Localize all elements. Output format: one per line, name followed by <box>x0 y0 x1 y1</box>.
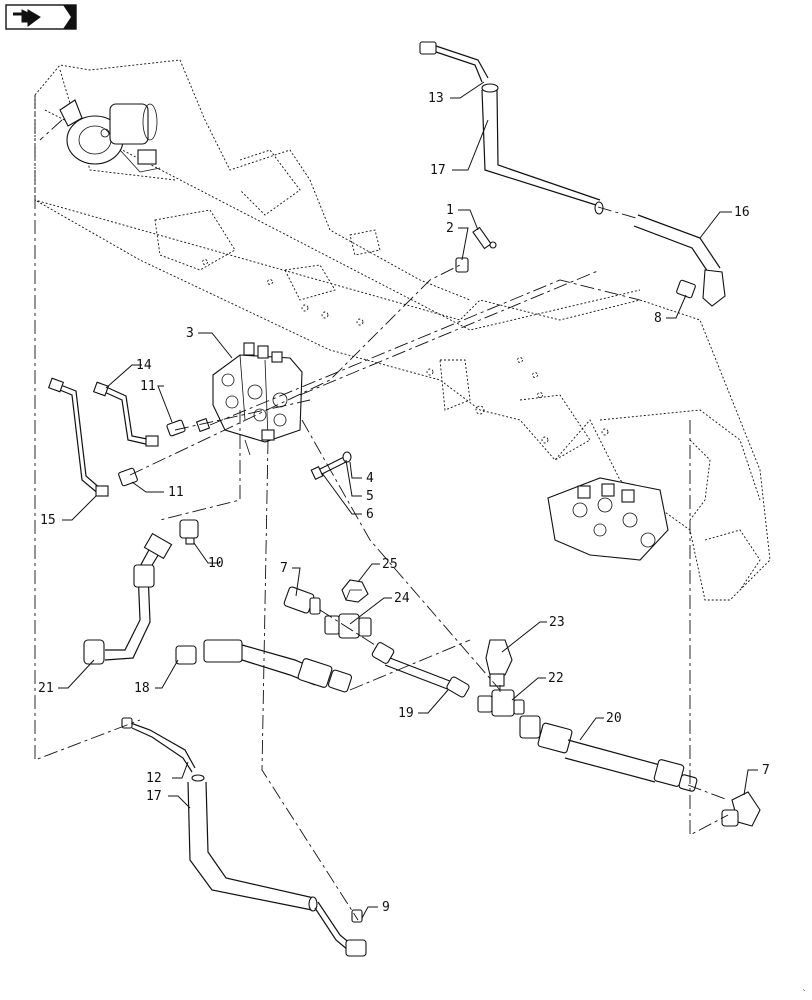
callout-25: 25 <box>382 557 398 572</box>
callout-16: 16 <box>734 205 750 220</box>
hose-16 <box>633 214 726 307</box>
cap-25 <box>341 579 369 603</box>
callout-15: 15 <box>40 513 56 528</box>
callout-14: 14 <box>136 358 152 373</box>
callout-17-upper: 17 <box>430 163 446 178</box>
callout-7-lower: 7 <box>762 763 770 778</box>
back-arrow-icon <box>13 9 41 27</box>
control-valve <box>212 342 303 456</box>
nav-button[interactable] <box>5 4 77 30</box>
callout-7-upper: 7 <box>280 561 288 576</box>
hose-17-upper <box>419 41 604 215</box>
tube-15 <box>47 377 109 497</box>
callout-24: 24 <box>394 591 410 606</box>
callout-23: 23 <box>549 615 565 630</box>
callout-13: 13 <box>428 91 444 106</box>
elbow-7-upper <box>283 586 321 615</box>
valve-block-lower <box>547 477 669 561</box>
hose-17-lower <box>121 717 367 957</box>
leader-lines <box>58 81 758 919</box>
fitting-11-upper <box>166 417 211 437</box>
tube-14 <box>92 381 159 447</box>
corner-mark: ` <box>802 988 807 998</box>
callout-4: 4 <box>366 471 374 486</box>
hose-18 <box>175 639 353 693</box>
pin-and-bushing <box>455 226 497 273</box>
hose-20 <box>519 715 698 792</box>
callout-9: 9 <box>382 900 390 915</box>
callout-11-upper: 11 <box>140 379 156 394</box>
callout-1: 1 <box>446 203 454 218</box>
hose-21 <box>83 532 173 665</box>
callout-20: 20 <box>606 711 622 726</box>
callout-10: 10 <box>208 556 224 571</box>
callout-21: 21 <box>38 681 54 696</box>
connection-lines <box>34 95 729 921</box>
callout-labels: 1 2 3 4 5 6 7 7 8 9 10 11 11 12 13 14 15… <box>38 91 770 915</box>
tee-24 <box>324 613 372 639</box>
frame-rail <box>34 59 771 601</box>
tube-19 <box>371 642 470 698</box>
elbow-7-lower <box>721 791 761 827</box>
callout-12: 12 <box>146 771 162 786</box>
fitting-11-lower <box>118 467 138 487</box>
callout-2: 2 <box>446 221 454 236</box>
callout-19: 19 <box>398 706 414 721</box>
callout-5: 5 <box>366 489 374 504</box>
callout-3: 3 <box>186 326 194 341</box>
callout-11-lower: 11 <box>168 485 184 500</box>
tee-22 <box>477 689 525 717</box>
bolt-assembly <box>310 451 352 480</box>
callout-6: 6 <box>366 507 374 522</box>
callout-8: 8 <box>654 311 662 326</box>
fitting-10 <box>179 519 199 545</box>
callout-22: 22 <box>548 671 564 686</box>
callout-17-lower: 17 <box>146 789 162 804</box>
steering-pump <box>59 99 161 173</box>
callout-18: 18 <box>134 681 150 696</box>
